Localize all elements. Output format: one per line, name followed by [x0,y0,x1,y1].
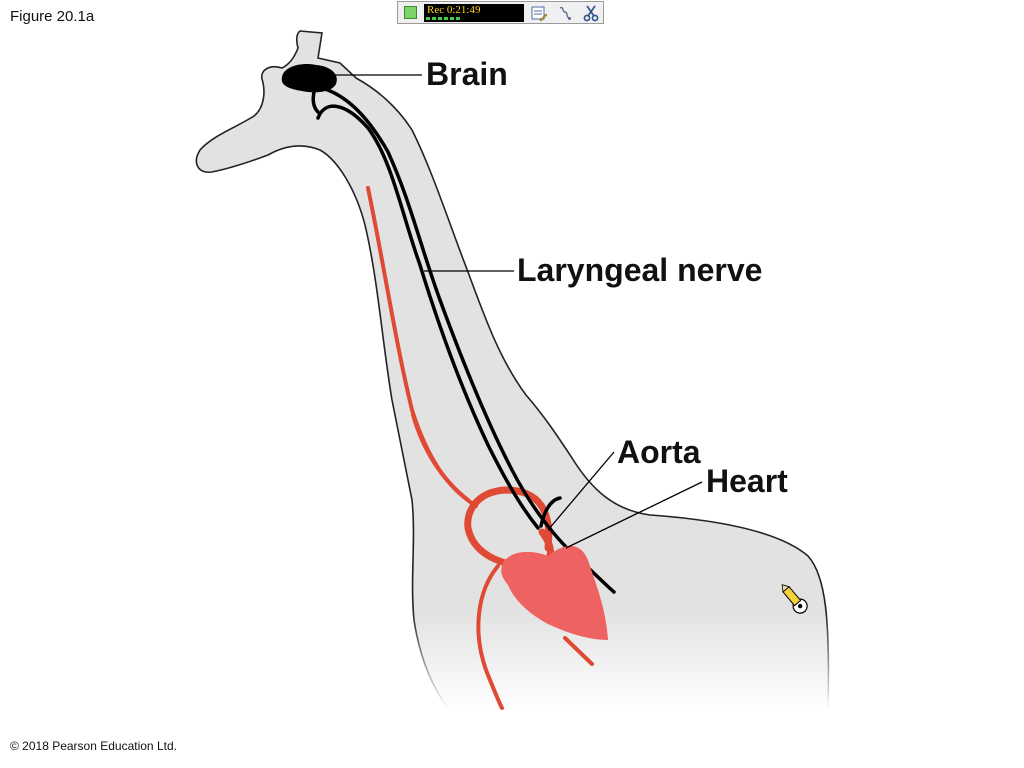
laryngeal-nerve-label: Laryngeal nerve [517,252,762,289]
heart-label: Heart [706,463,788,500]
giraffe-body-outline [196,31,828,708]
bottom-fade [380,610,850,710]
aorta-label: Aorta [617,434,701,471]
copyright-text: © 2018 Pearson Education Ltd. [10,739,177,753]
brain-label: Brain [426,56,508,93]
